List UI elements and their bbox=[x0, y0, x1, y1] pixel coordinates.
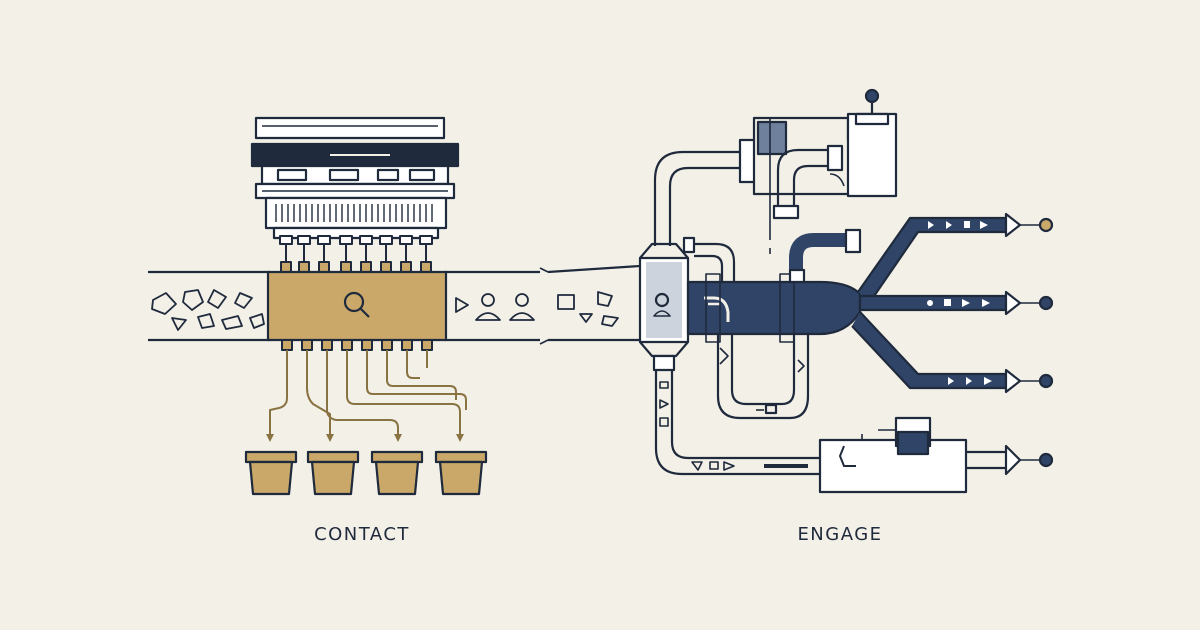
intake-tubes bbox=[279, 235, 433, 273]
cup-1 bbox=[244, 450, 298, 496]
engage-stage bbox=[638, 88, 1054, 494]
raw-lead-shapes bbox=[151, 289, 265, 331]
contact-stage bbox=[148, 116, 641, 496]
person-icon bbox=[475, 293, 501, 321]
person-icon bbox=[509, 293, 535, 321]
dot-icon bbox=[1038, 295, 1054, 311]
input-conveyor bbox=[148, 264, 641, 345]
reactor-column bbox=[638, 236, 696, 372]
top-bypass bbox=[694, 228, 862, 284]
main-trunk bbox=[686, 273, 862, 343]
dot-icon bbox=[1038, 373, 1054, 389]
cup-3 bbox=[370, 450, 424, 496]
magnifier-icon bbox=[343, 291, 370, 318]
dot-icon bbox=[1038, 217, 1054, 233]
machine-head bbox=[250, 116, 460, 240]
return-pipe bbox=[654, 370, 1054, 494]
upper-ductwork bbox=[653, 88, 898, 254]
drain-pipes bbox=[266, 339, 467, 442]
cup-2 bbox=[306, 450, 360, 496]
collection-cups bbox=[244, 450, 488, 496]
dot-icon bbox=[1038, 452, 1054, 468]
recycle-loop bbox=[716, 334, 810, 420]
stage-label-contact: CONTACT bbox=[314, 524, 410, 545]
cup-4 bbox=[434, 450, 488, 496]
qualified-lead-shapes bbox=[455, 291, 619, 327]
filter-box bbox=[266, 270, 448, 342]
stage-label-engage: ENGAGE bbox=[797, 524, 883, 545]
output-branches bbox=[851, 212, 1054, 394]
